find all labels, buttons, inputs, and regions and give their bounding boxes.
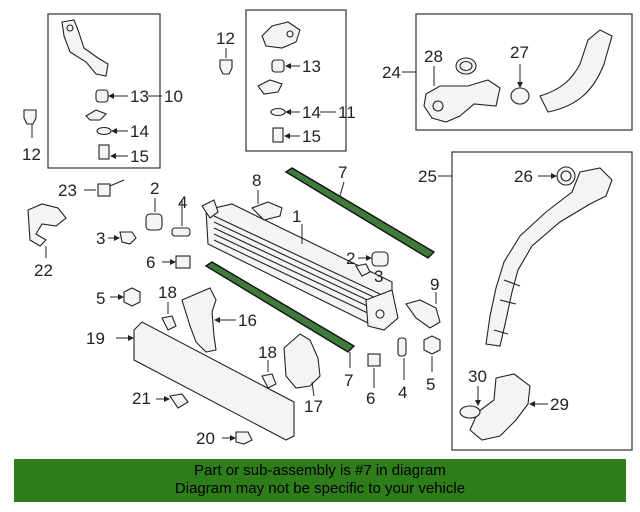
callout-29: 29 — [550, 395, 569, 414]
intercooler-part-1[interactable] — [201, 199, 399, 331]
duct-part-28[interactable] — [423, 66, 501, 123]
callout-14: 14 — [302, 103, 321, 122]
callout-7: 7 — [338, 163, 347, 182]
sensor-part-22[interactable] — [27, 203, 67, 258]
callout-18: 18 — [258, 343, 277, 362]
intake-pipe-part-25[interactable] — [485, 167, 613, 347]
banner-line-disclaimer: Diagram may not be specific to your vehi… — [174, 480, 466, 497]
callout-10: 10 — [164, 87, 183, 106]
clip-part-11[interactable] — [257, 79, 283, 95]
callout-20: 20 — [196, 429, 215, 448]
bracket-part-9[interactable] — [405, 292, 441, 329]
washer-part-14b[interactable] — [270, 107, 300, 117]
air-deflector-part-7-lower[interactable] — [204, 261, 356, 368]
detail-box-10 — [47, 13, 161, 169]
bolt-part-12a[interactable] — [23, 109, 37, 138]
shield-part-16[interactable] — [181, 287, 236, 353]
callout-11: 11 — [338, 103, 356, 122]
bolt-part-3b[interactable] — [355, 263, 371, 277]
seal-part-24[interactable] — [455, 57, 477, 75]
callout-2: 2 — [150, 179, 159, 198]
pin-part-4b[interactable] — [397, 337, 407, 380]
callout-15: 15 — [130, 147, 149, 166]
callout-14: 14 — [130, 122, 149, 141]
callout-25: 25 — [418, 167, 437, 186]
callout-3: 3 — [374, 267, 383, 286]
detail-box-11 — [245, 9, 347, 152]
nut-part-5a[interactable] — [110, 287, 141, 307]
callout-16: 16 — [238, 311, 257, 330]
insulator-part-2b[interactable] — [358, 251, 389, 267]
callout-15: 15 — [302, 127, 321, 146]
clamp-part-30[interactable] — [459, 386, 481, 419]
callout-13: 13 — [302, 57, 321, 76]
callout-3: 3 — [96, 229, 105, 248]
callout-21: 21 — [132, 389, 151, 408]
air-deflector-part-7-upper[interactable] — [284, 167, 436, 259]
bolt-part-20[interactable] — [222, 431, 253, 445]
bracket-part-10[interactable] — [61, 19, 109, 77]
callout-22: 22 — [34, 261, 53, 280]
bolt-part-15b[interactable] — [272, 127, 300, 143]
callout-1: 1 — [292, 207, 301, 226]
panel-part-19[interactable] — [116, 321, 295, 441]
hose-part-24[interactable] — [539, 29, 613, 113]
callout-17: 17 — [304, 397, 323, 416]
bracket-part-11[interactable] — [261, 21, 301, 49]
grommet-part-13b[interactable] — [271, 59, 300, 73]
callout-26: 26 — [514, 167, 533, 186]
clip-part-21[interactable] — [156, 393, 189, 409]
callout-19: 19 — [86, 329, 105, 348]
highlight-notice-banner: Part or sub-assembly is #7 in diagram Di… — [14, 459, 626, 502]
clip-part-18a[interactable] — [161, 302, 177, 331]
callout-5: 5 — [426, 375, 435, 394]
callout-27: 27 — [510, 43, 529, 62]
nut-part-5b[interactable] — [423, 335, 441, 372]
bracket-small-part-10[interactable] — [85, 109, 107, 121]
bracket-part-8[interactable] — [251, 190, 283, 221]
callout-18: 18 — [158, 283, 177, 302]
banner-line-part-number: Part or sub-assembly is #7 in diagram — [194, 462, 446, 479]
seal-part-26[interactable] — [538, 166, 576, 186]
callout-2: 2 — [346, 249, 355, 268]
connector-part-23[interactable] — [84, 179, 125, 197]
nut-part-6a[interactable] — [162, 255, 191, 269]
callout-12: 12 — [22, 145, 41, 164]
callout-4: 4 — [178, 193, 187, 212]
callout-8: 8 — [252, 171, 261, 190]
shield-part-17[interactable] — [283, 333, 321, 397]
clip-part-18b[interactable] — [261, 360, 277, 389]
nut-part-6b[interactable] — [367, 353, 381, 388]
bolt-part-12b[interactable] — [219, 48, 233, 75]
bolt-part-3a[interactable] — [108, 231, 137, 245]
callout-4: 4 — [398, 383, 407, 402]
callout-23: 23 — [58, 181, 77, 200]
bolt-part-15a[interactable] — [98, 144, 128, 160]
clamp-part-27[interactable] — [510, 64, 530, 105]
callout-9: 9 — [430, 275, 439, 294]
callout-5: 5 — [96, 289, 105, 308]
washer-part-14a[interactable] — [96, 126, 128, 136]
pin-part-4a[interactable] — [171, 200, 191, 237]
callout-6: 6 — [366, 389, 375, 408]
insulator-part-2a[interactable] — [145, 198, 163, 231]
callout-30: 30 — [468, 367, 487, 386]
callout-7: 7 — [344, 371, 353, 390]
callout-12: 12 — [216, 29, 235, 48]
callout-6: 6 — [146, 253, 155, 272]
callout-28: 28 — [424, 47, 443, 66]
hose-part-29[interactable] — [469, 373, 548, 441]
grommet-part-13a[interactable] — [95, 89, 128, 103]
callout-24: 24 — [382, 63, 401, 82]
detail-box-25 — [451, 151, 633, 451]
callout-13: 13 — [130, 87, 149, 106]
